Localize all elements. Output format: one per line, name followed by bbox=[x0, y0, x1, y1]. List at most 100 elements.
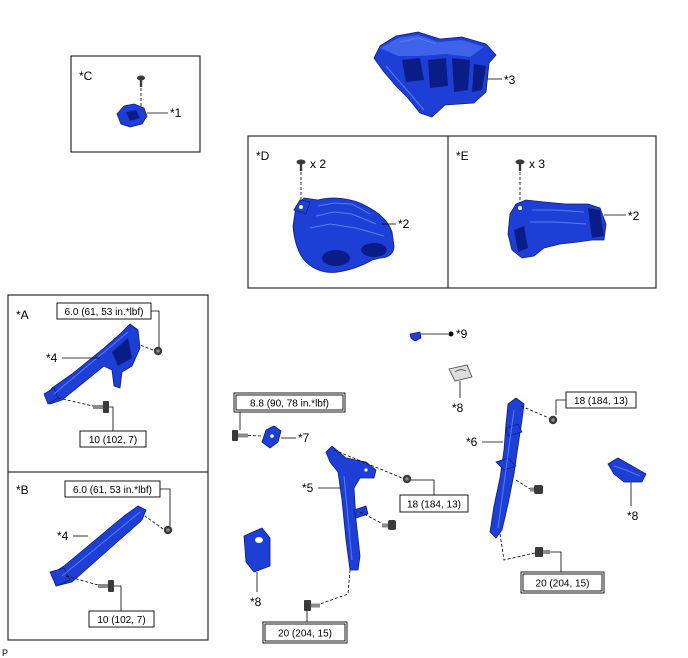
bolt bbox=[232, 430, 248, 441]
view-a: *A 6.0 (61, 53 in.*lbf) *4 10 (102, 7) bbox=[7, 294, 209, 473]
torque-value: 8.8 (90, 78 in.*lbf) bbox=[250, 399, 329, 410]
torque-value: 10 (102, 7) bbox=[89, 435, 137, 446]
torque-box-inner bbox=[522, 573, 603, 592]
duct-mount-hole bbox=[299, 205, 303, 209]
view-e-frame bbox=[447, 135, 657, 289]
dashed-guide-line bbox=[515, 479, 531, 490]
view-c-frame bbox=[70, 55, 201, 153]
bracket-hole bbox=[364, 468, 368, 472]
leader-line bbox=[411, 479, 435, 495]
dashed-guide-line bbox=[319, 569, 351, 605]
view-c: *C *1 bbox=[70, 55, 201, 153]
torque-box bbox=[565, 391, 637, 409]
bolt-shaft bbox=[530, 487, 535, 492]
bracket-body bbox=[45, 323, 141, 405]
torque-value: 6.0 (61, 53 in.*lbf) bbox=[65, 307, 144, 318]
leader-line bbox=[114, 585, 122, 611]
duct-outlet bbox=[514, 226, 528, 252]
part-2-label: *2 bbox=[398, 217, 410, 231]
bolt-head bbox=[304, 600, 311, 611]
part-3 bbox=[373, 31, 497, 118]
nut-bore bbox=[551, 418, 555, 422]
part-8-cushion bbox=[243, 527, 271, 573]
part-3-edge bbox=[385, 65, 425, 111]
duct-outlet bbox=[361, 243, 387, 257]
part-4-label: *4 bbox=[57, 529, 69, 543]
nut-bore bbox=[405, 477, 409, 481]
clip bbox=[296, 159, 306, 171]
bolt bbox=[535, 547, 550, 557]
part-8-detail bbox=[454, 369, 467, 373]
part-8-left-group: *8 bbox=[243, 527, 271, 609]
view-a-label: *A bbox=[16, 308, 29, 322]
view-e-label: *E bbox=[456, 149, 469, 163]
bracket-gusset bbox=[112, 338, 132, 366]
part-9-group: *9 bbox=[409, 327, 468, 342]
bolt-head bbox=[232, 430, 238, 441]
torque-box bbox=[79, 430, 147, 448]
part-6-bracket bbox=[489, 397, 525, 539]
part-5-group: *5 18 (184, 13) 20 (204, 15) bbox=[262, 445, 469, 644]
dashed-guide-line bbox=[131, 341, 154, 351]
leader-line bbox=[550, 551, 562, 572]
reference-dot bbox=[448, 331, 454, 337]
bolt bbox=[93, 401, 109, 413]
clip-head bbox=[515, 159, 525, 165]
screw bbox=[137, 75, 145, 87]
bracket-edge bbox=[497, 409, 515, 529]
part-5-label: *5 bbox=[302, 481, 314, 495]
torque-value: 20 (204, 15) bbox=[536, 579, 590, 590]
duct-outlet bbox=[322, 250, 350, 266]
part-3-compartment bbox=[452, 58, 470, 92]
part-1-recess bbox=[126, 110, 140, 121]
figure-code: P bbox=[2, 648, 8, 658]
part-8-label: *8 bbox=[627, 509, 639, 523]
torque-box bbox=[88, 610, 155, 628]
duct-rib bbox=[317, 202, 371, 215]
dashed-guide-line bbox=[247, 435, 263, 437]
screw-head bbox=[137, 75, 145, 81]
bolt-shaft bbox=[98, 584, 109, 588]
bracket-edge bbox=[343, 475, 353, 561]
nut bbox=[153, 346, 163, 356]
duct-mount-hole bbox=[518, 206, 522, 210]
part-1 bbox=[116, 103, 148, 128]
bolt-shaft bbox=[543, 550, 550, 554]
duct-body bbox=[507, 199, 607, 259]
bolt-shaft bbox=[93, 405, 104, 409]
part-2-duct bbox=[292, 197, 395, 273]
torque-box-inner bbox=[264, 623, 346, 642]
part-3-label: *3 bbox=[504, 73, 516, 87]
part-8-label: *8 bbox=[250, 595, 262, 609]
part-4-bracket bbox=[43, 323, 141, 405]
view-b-label: *B bbox=[16, 483, 29, 497]
part-8-edge bbox=[613, 465, 641, 477]
nut-bore bbox=[156, 349, 160, 353]
view-d: *D x 2 *2 bbox=[247, 135, 449, 289]
leader-line bbox=[109, 406, 114, 431]
bracket-arm bbox=[353, 505, 369, 519]
view-b: *B 6.0 (61, 53 in.*lbf) *4 10 (102, 7) bbox=[7, 471, 209, 641]
bolt-shaft bbox=[311, 603, 320, 608]
dashed-guide-line bbox=[57, 397, 94, 407]
clip bbox=[515, 159, 525, 171]
torque-value: 18 (184, 13) bbox=[574, 396, 628, 407]
dashed-guide-line bbox=[359, 511, 384, 525]
duct-rib bbox=[532, 209, 585, 213]
part-4-label: *4 bbox=[46, 351, 58, 365]
torque-value: 18 (184, 13) bbox=[407, 500, 461, 511]
duct-rib bbox=[530, 221, 587, 225]
bracket-flange bbox=[49, 567, 71, 587]
leader-line bbox=[151, 310, 160, 347]
bracket-edge bbox=[53, 331, 129, 395]
part-8-label: *8 bbox=[452, 401, 464, 415]
torque-box-inner bbox=[235, 394, 344, 411]
part-3-compartment bbox=[428, 58, 448, 88]
bolt bbox=[530, 485, 543, 494]
duct-rib bbox=[315, 211, 377, 225]
nut bbox=[548, 415, 558, 425]
duct-rib bbox=[309, 223, 385, 237]
torque-value: 20 (204, 15) bbox=[278, 629, 332, 640]
part-3-compartment bbox=[402, 58, 424, 82]
part-6-label: *6 bbox=[466, 435, 478, 449]
